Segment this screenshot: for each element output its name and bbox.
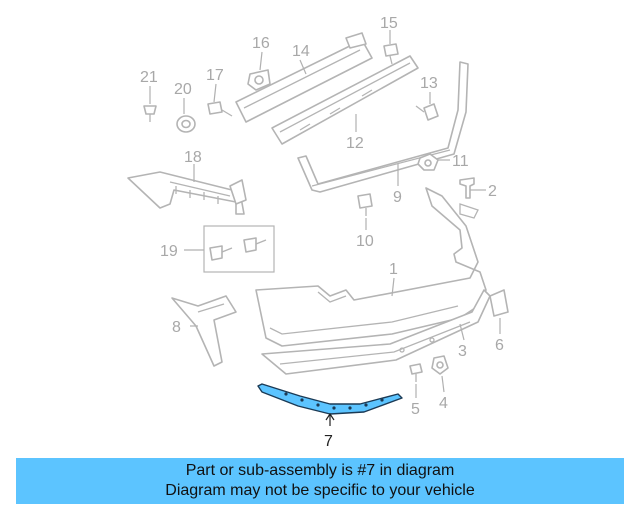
part-1-bumper-cover[interactable]	[255, 187, 487, 347]
callout-4: 4	[439, 395, 448, 412]
callout-21: 21	[140, 69, 158, 86]
callout-2: 2	[488, 183, 497, 200]
callout-9: 9	[393, 189, 402, 206]
callout-3: 3	[458, 343, 467, 360]
caption-line-disclaimer: Diagram may not be specific to your vehi…	[165, 482, 475, 499]
callout-12: 12	[346, 135, 364, 152]
callout-8: 8	[172, 319, 181, 336]
part-5-screw[interactable]	[409, 363, 423, 382]
part-13-bolt[interactable]	[415, 103, 439, 121]
part-4-clip[interactable]	[431, 355, 449, 375]
caption-bar: Part or sub-assembly is #7 in diagram Di…	[16, 458, 624, 504]
callout-19: 19	[160, 243, 178, 260]
callout-14: 14	[292, 43, 310, 60]
callout-1: 1	[389, 261, 398, 278]
callout-6: 6	[495, 337, 504, 354]
part-19-bolt-kit[interactable]	[203, 225, 275, 273]
callout-15: 15	[380, 15, 398, 32]
part-3-valance[interactable]	[261, 289, 491, 375]
part-6-cover[interactable]	[489, 289, 509, 317]
part-17-bolt[interactable]	[207, 101, 233, 117]
callout-16: 16	[252, 35, 270, 52]
part-21-screw[interactable]	[143, 105, 157, 122]
part-8-side-trim[interactable]	[171, 295, 237, 367]
callout-10: 10	[356, 233, 374, 250]
leader-lines	[149, 30, 501, 426]
callout-18: 18	[184, 149, 202, 166]
part-12-absorber[interactable]	[271, 55, 419, 145]
callout-11: 11	[452, 153, 469, 170]
callout-5: 5	[411, 401, 420, 418]
caption-line-part: Part or sub-assembly is #7 in diagram	[185, 462, 455, 479]
part-11-nut[interactable]	[417, 153, 439, 171]
part-15-bolt[interactable]	[383, 43, 399, 65]
part-14-reinforcement[interactable]	[235, 32, 373, 123]
callout-13: 13	[420, 75, 438, 92]
callout-20: 20	[174, 81, 192, 98]
callout-17: 17	[206, 67, 224, 84]
callout-7: 7	[324, 433, 333, 450]
part-16-clip[interactable]	[247, 69, 271, 91]
part-7-molding-highlighted[interactable]	[257, 383, 403, 415]
part-20-grommet[interactable]	[176, 115, 196, 133]
part-2-clip[interactable]	[459, 177, 475, 199]
part-18-side-bracket[interactable]	[127, 171, 247, 215]
part-10-bolt[interactable]	[357, 193, 373, 216]
